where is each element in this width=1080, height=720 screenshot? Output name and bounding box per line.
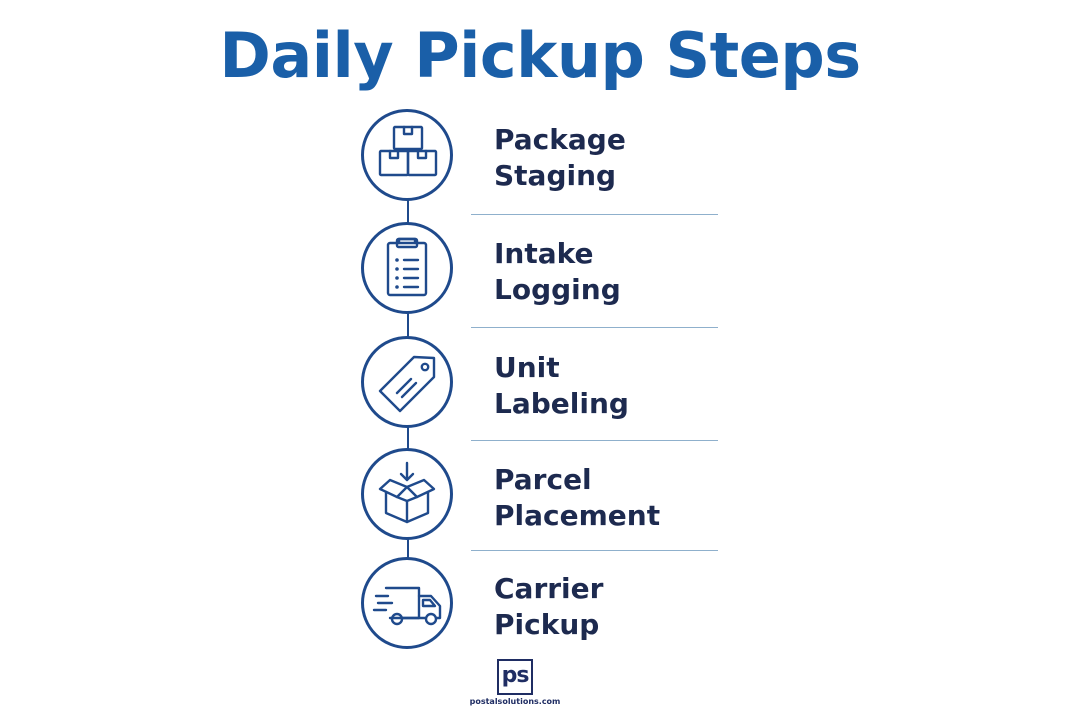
- step-3-icon-circle: [361, 336, 453, 428]
- step-4-label-line-1: Parcel: [494, 463, 592, 496]
- step-5-icon-circle: [361, 557, 453, 649]
- step-divider-3: [471, 440, 718, 441]
- step-5-label-line-1: Carrier: [494, 572, 604, 605]
- step-1-label: Package Staging: [494, 122, 734, 194]
- brand-logo-mark: ps: [497, 659, 533, 695]
- price-tag-icon: [378, 355, 436, 413]
- brand-logo-caption: postalsolutions.com: [469, 697, 561, 706]
- step-4-label: Parcel Placement: [494, 462, 734, 534]
- step-divider-1: [471, 214, 718, 215]
- step-5-label-line-2: Pickup: [494, 608, 600, 641]
- step-2-label-line-1: Intake: [494, 237, 594, 270]
- step-4-icon-circle: [361, 448, 453, 540]
- open-box-arrow-icon: [378, 461, 436, 524]
- step-4-label-line-2: Placement: [494, 499, 661, 532]
- brand-logo-initials: ps: [501, 663, 530, 688]
- page-title: Daily Pickup Steps: [219, 19, 861, 92]
- step-1-label-line-2: Staging: [494, 159, 617, 192]
- clipboard-checklist-icon: [386, 237, 428, 297]
- step-1-label-line-1: Package: [494, 123, 626, 156]
- step-3-label: Unit Labeling: [494, 350, 734, 422]
- step-divider-2: [471, 327, 718, 328]
- step-2-label-line-2: Logging: [494, 273, 621, 306]
- step-3-label-line-1: Unit: [494, 351, 560, 384]
- step-5-label: Carrier Pickup: [494, 571, 734, 643]
- step-divider-4: [471, 550, 718, 551]
- delivery-truck-icon: [372, 586, 442, 626]
- step-3-label-line-2: Labeling: [494, 387, 629, 420]
- step-1-icon-circle: [361, 109, 453, 201]
- boxes-stack-icon: [378, 125, 438, 177]
- step-2-label: Intake Logging: [494, 236, 734, 308]
- step-2-icon-circle: [361, 222, 453, 314]
